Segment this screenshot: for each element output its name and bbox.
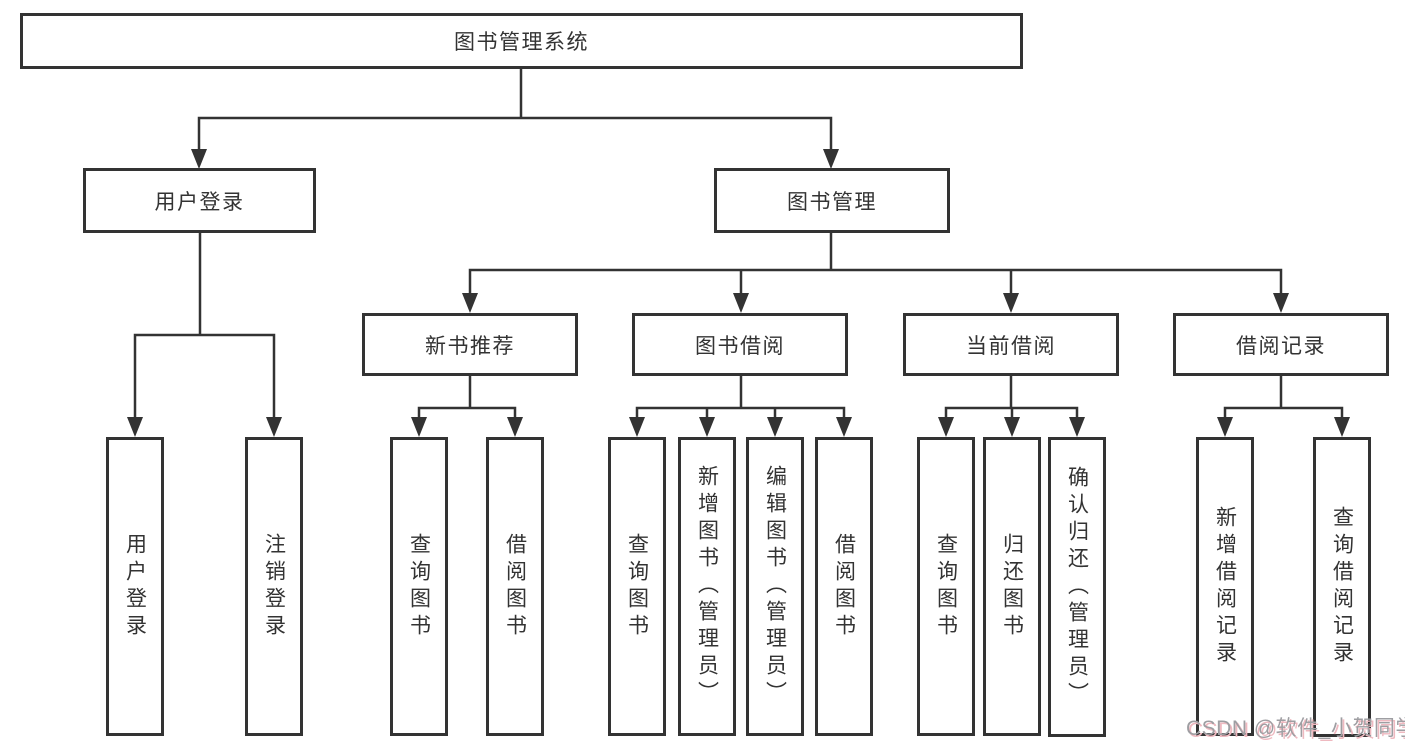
connector-userlogin-children bbox=[133, 231, 276, 420]
leaf-user-login: 用户登录 bbox=[106, 437, 164, 736]
node-label: 借阅记录 bbox=[1236, 334, 1326, 358]
leaf-return-books: 归还图书 bbox=[983, 437, 1041, 736]
node-label: 图书借阅 bbox=[695, 334, 785, 358]
node-new-book-recommend: 新书推荐 bbox=[362, 313, 578, 376]
arrowhead bbox=[767, 417, 783, 437]
arrowhead bbox=[1217, 417, 1233, 437]
arrowhead bbox=[1004, 417, 1020, 437]
leaf-add-borrow-record: 新增借阅记录 bbox=[1196, 437, 1254, 736]
arrowhead bbox=[629, 417, 645, 437]
leaf-label: 查询借阅记录 bbox=[1330, 506, 1354, 668]
connector-borrow-children bbox=[635, 374, 846, 420]
node-user-login-branch: 用户登录 bbox=[83, 168, 316, 233]
arrowhead bbox=[462, 293, 478, 313]
arrowhead bbox=[823, 149, 839, 169]
arrowhead bbox=[1334, 417, 1350, 437]
connector-records-children bbox=[1223, 374, 1344, 420]
node-label: 图书管理 bbox=[787, 190, 877, 214]
connector-lines bbox=[133, 67, 1344, 420]
leaf-label: 查询图书 bbox=[934, 532, 958, 641]
leaf-edit-books-admin: 编辑图书（管理员） bbox=[746, 437, 804, 736]
connector-bookmgmt-children bbox=[468, 231, 1283, 296]
node-label: 新书推荐 bbox=[425, 334, 515, 358]
leaf-label: 编辑图书（管理员） bbox=[763, 465, 787, 708]
node-root: 图书管理系统 bbox=[20, 13, 1023, 69]
connector-root-to-level2 bbox=[197, 67, 833, 152]
arrowhead bbox=[1003, 293, 1019, 313]
leaf-query-books-recommend: 查询图书 bbox=[390, 437, 448, 736]
connector-current-children bbox=[944, 374, 1079, 420]
connector-newbook-children bbox=[417, 374, 517, 420]
leaf-label: 借阅图书 bbox=[503, 532, 527, 641]
arrowhead bbox=[266, 417, 282, 437]
leaf-label: 新增图书（管理员） bbox=[695, 465, 719, 708]
leaf-label: 借阅图书 bbox=[832, 532, 856, 641]
leaf-query-borrow-record: 查询借阅记录 bbox=[1313, 437, 1371, 737]
arrowheads bbox=[127, 149, 1350, 437]
leaf-add-books-admin: 新增图书（管理员） bbox=[678, 437, 736, 736]
arrowhead bbox=[191, 149, 207, 169]
arrowhead bbox=[836, 417, 852, 437]
leaf-label: 用户登录 bbox=[123, 532, 147, 641]
csdn-watermark: CSDN @软件_小贺同学 bbox=[1186, 717, 1405, 740]
node-book-borrow: 图书借阅 bbox=[632, 313, 848, 376]
arrowhead bbox=[411, 417, 427, 437]
leaf-query-books-current: 查询图书 bbox=[917, 437, 975, 736]
leaf-confirm-return-admin: 确认归还（管理员） bbox=[1048, 437, 1106, 737]
leaf-label: 注销登录 bbox=[262, 532, 286, 641]
node-borrow-records: 借阅记录 bbox=[1173, 313, 1389, 376]
arrowhead bbox=[127, 417, 143, 437]
arrowhead bbox=[1273, 293, 1289, 313]
leaf-label: 新增借阅记录 bbox=[1213, 505, 1237, 668]
leaf-label: 查询图书 bbox=[407, 532, 431, 641]
node-label: 用户登录 bbox=[154, 190, 245, 214]
leaf-borrow-books-recommend: 借阅图书 bbox=[486, 437, 544, 736]
node-book-management-branch: 图书管理 bbox=[714, 168, 950, 233]
arrowhead bbox=[938, 417, 954, 437]
arrowhead bbox=[733, 293, 749, 313]
node-root-label: 图书管理系统 bbox=[454, 31, 589, 54]
arrowhead bbox=[699, 417, 715, 437]
node-label: 当前借阅 bbox=[966, 334, 1056, 358]
leaf-logout: 注销登录 bbox=[245, 437, 303, 736]
leaf-borrow-books: 借阅图书 bbox=[815, 437, 873, 736]
arrowhead bbox=[1069, 417, 1085, 437]
arrowhead bbox=[507, 417, 523, 437]
leaf-query-books: 查询图书 bbox=[608, 437, 666, 736]
leaf-label: 确认归还（管理员） bbox=[1065, 465, 1089, 709]
leaf-label: 查询图书 bbox=[625, 532, 649, 641]
node-current-borrow: 当前借阅 bbox=[903, 313, 1119, 376]
leaf-label: 归还图书 bbox=[1000, 532, 1024, 641]
